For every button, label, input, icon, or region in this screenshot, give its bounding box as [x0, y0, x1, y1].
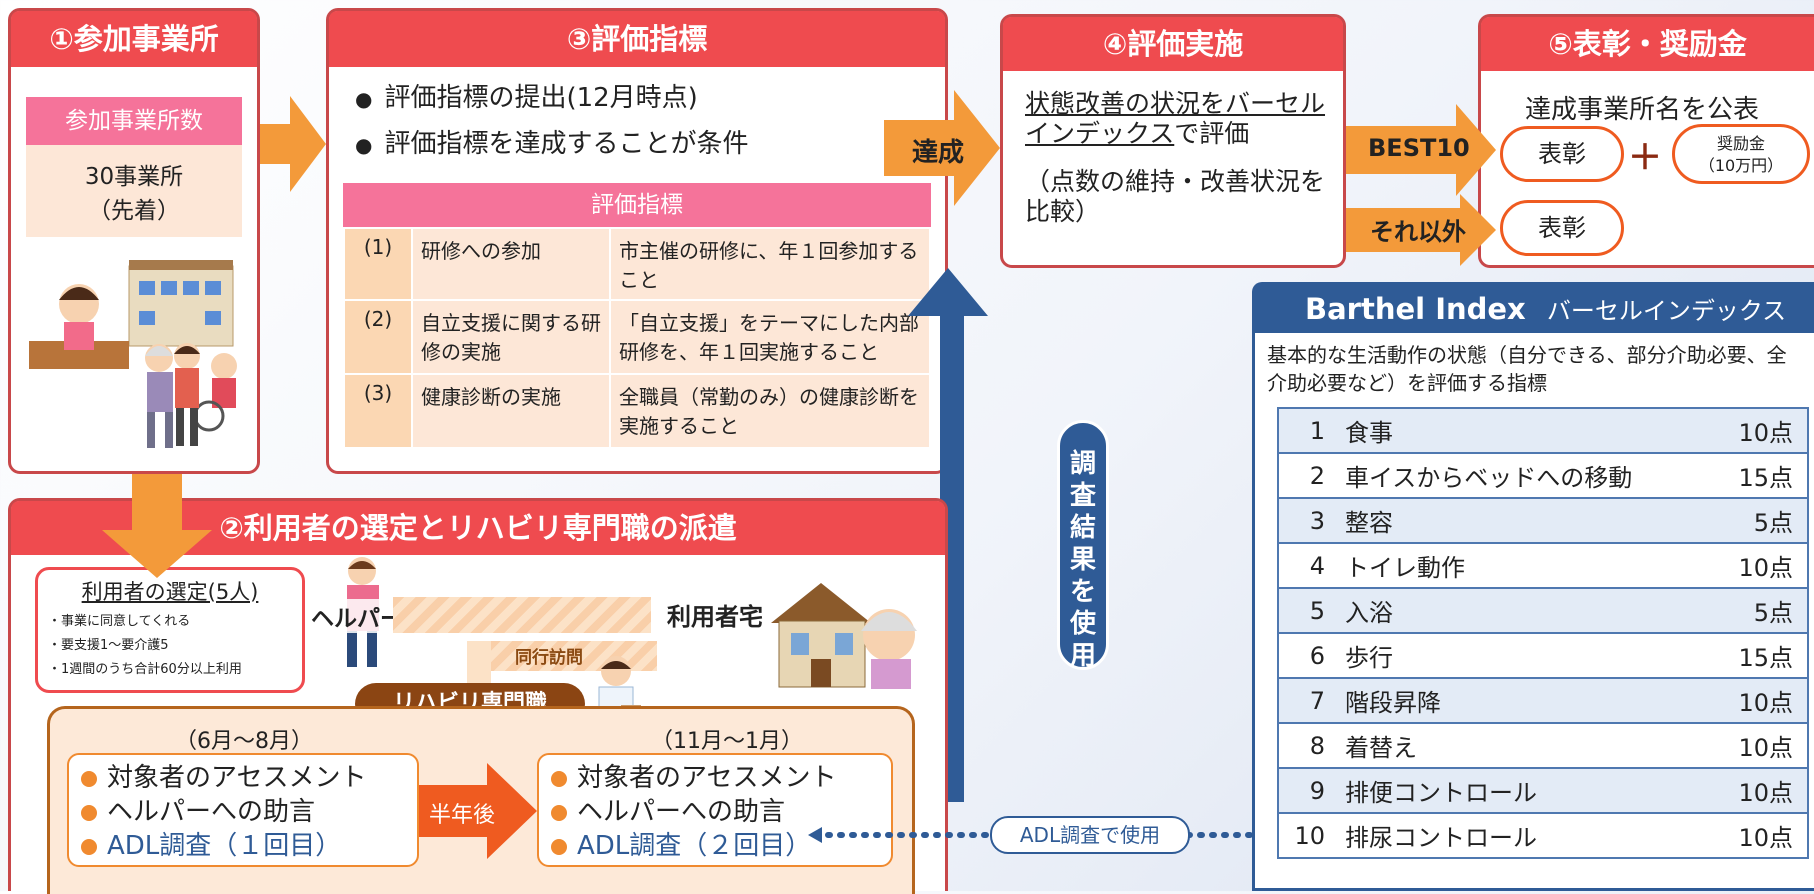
table-row: (1) 研修への参加 市主催の研修に、年１回参加すること — [343, 227, 931, 301]
activity-item: ヘルパーへの助言 — [81, 795, 405, 829]
indicator-bullet-2: ●評価指標を達成することが条件 — [355, 129, 749, 159]
selection-title: 利用者の選定(5人) — [81, 580, 259, 604]
bonus-amount: （10万円） — [1698, 156, 1784, 175]
panel-participants: ①参加事業所 参加事業所数 30事業所 （先着） — [8, 8, 260, 474]
row-item: 研修への参加 — [411, 227, 611, 301]
panel-award-title: ⑤表彰・奨励金 — [1481, 17, 1814, 71]
indicator-table-body: (1) 研修への参加 市主催の研修に、年１回参加すること (2) 自立支援に関す… — [343, 227, 931, 449]
panel-evaluation: ④評価実施 状態改善の状況をバーセルインデックスで評価 （点数の維持・改善状況を… — [1000, 14, 1346, 268]
award-pill-other: 表彰 — [1500, 200, 1624, 256]
survey-label: 調査結果を使用 — [1069, 449, 1096, 671]
barthel-index-panel: Barthel Index バーセルインデックス 基本的な生活動作の状態（自分で… — [1252, 282, 1814, 891]
home-label: 利用者宅 — [667, 603, 763, 631]
survey-label-pill — [1057, 420, 1109, 670]
selection-item: ・事業に同意してくれる — [48, 614, 191, 629]
other-label: それ以外 — [1370, 218, 1466, 246]
row-desc: 市主催の研修に、年１回参加すること — [609, 227, 931, 301]
row-item: 自立支援に関する研修の実施 — [411, 299, 611, 375]
achieve-label: 達成 — [912, 138, 965, 168]
activity-item: ADL調査（２回目） — [551, 829, 879, 863]
arrow-other — [1346, 194, 1496, 266]
arrow-participants-to-indicators — [260, 96, 326, 192]
panel-indicators: ③評価指標 ●評価指標の提出(12月時点) ●評価指標を達成することが条件 評価… — [326, 8, 948, 474]
count-value: 30事業所 — [84, 164, 184, 190]
helper-label: ヘルパー — [311, 599, 403, 633]
row-number: (1) — [343, 227, 413, 301]
activity-item: ADL調査（１回目） — [81, 829, 405, 863]
barthel-description: 基本的な生活動作の状態（自分できる、部分介助必要、全介助必要など）を評価する指標 — [1267, 343, 1787, 395]
evaluation-text-suffix: で評価 — [1174, 119, 1250, 148]
helper-to-home-flow — [393, 597, 651, 633]
facility-illustration — [29, 260, 237, 448]
panel-participants-title: ①参加事業所 — [11, 11, 257, 67]
selection-item: ・要支援1～要介護5 — [48, 638, 169, 653]
row-desc: 全職員（常勤のみ）の健康診断を実施すること — [609, 373, 931, 449]
bonus-pill: 奨励金 （10万円） — [1672, 124, 1810, 184]
barthel-title: Barthel Index — [1305, 292, 1526, 326]
indicator-table-header: 評価指標 — [343, 183, 931, 227]
bonus-label: 奨励金 — [1716, 134, 1765, 153]
count-label: 参加事業所数 — [26, 97, 242, 145]
evaluation-text-underlined: 状態改善の状況をバーセルインデックス — [1025, 89, 1326, 148]
panel-evaluation-title: ④評価実施 — [1003, 17, 1343, 71]
evaluation-text: 状態改善の状況をバーセルインデックスで評価 — [1025, 89, 1335, 149]
period-1: （6月～8月） — [175, 729, 313, 754]
row-number: (2) — [343, 299, 413, 375]
activity-box-2: 対象者のアセスメント ヘルパーへの助言 ADL調査（２回目） — [537, 753, 893, 867]
arrow-survey-results — [890, 268, 988, 802]
accompany-label: 同行訪問 — [515, 648, 583, 668]
row-number: (3) — [343, 373, 413, 449]
indicator-table: 評価指標 (1) 研修への参加 市主催の研修に、年１回参加すること (2) 自立… — [343, 183, 931, 449]
table-row: (2) 自立支援に関する研修の実施 「自立支援」をテーマにした内部研修を、年１回… — [343, 299, 931, 375]
row-desc: 「自立支援」をテーマにした内部研修を、年１回実施すること — [609, 299, 931, 375]
barthel-title-kana: バーセルインデックス — [1546, 297, 1787, 325]
best10-label: BEST10 — [1368, 134, 1470, 162]
activity-box-1: 対象者のアセスメント ヘルパーへの助言 ADL調査（１回目） — [67, 753, 419, 867]
indicator-bullet-1: ●評価指標の提出(12月時点) — [355, 83, 698, 113]
activity-item: ヘルパーへの助言 — [551, 795, 879, 829]
period-2: （11月～1月） — [651, 729, 803, 754]
arrow-participants-to-selection — [102, 474, 212, 578]
table-row: (3) 健康診断の実施 全職員（常勤のみ）の健康診断を実施すること — [343, 373, 931, 449]
arrow-best10 — [1346, 104, 1496, 196]
home-illustration — [771, 583, 917, 689]
selection-item: ・1週間のうち合計60分以上利用 — [48, 662, 242, 677]
panel-indicators-title: ③評価指標 — [329, 11, 945, 67]
adl-use-label: ADL調査で使用 — [990, 816, 1190, 854]
row-item: 健康診断の実施 — [411, 373, 611, 449]
barthel-header: Barthel Index バーセルインデックス — [1255, 285, 1814, 333]
selection-box: 利用者の選定(5人) ・事業に同意してくれる ・要支援1～要介護5 ・1週間のう… — [35, 567, 305, 693]
arrow-achieve — [884, 90, 1000, 206]
activity-item: 対象者のアセスメント — [81, 761, 405, 795]
count-box: 30事業所 （先着） — [26, 145, 242, 237]
half-year-label: 半年後 — [429, 803, 496, 828]
arrow-half-year — [419, 763, 537, 859]
evaluation-note: （点数の維持・改善状況を比較） — [1025, 167, 1326, 226]
award-subtitle: 達成事業所名を公表 — [1525, 95, 1760, 125]
plus-sign: ＋ — [1628, 138, 1662, 178]
award-pill-best: 表彰 — [1500, 126, 1624, 182]
activity-item: 対象者のアセスメント — [551, 761, 879, 795]
count-note: （先着） — [88, 198, 180, 224]
